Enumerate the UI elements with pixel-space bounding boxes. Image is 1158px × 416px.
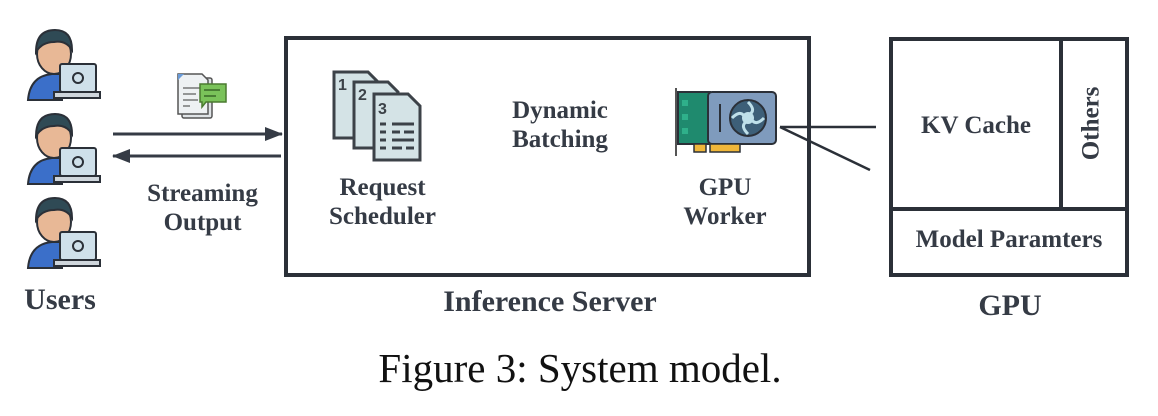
- streaming-label-line2: Output: [163, 208, 242, 236]
- users-label: Users: [24, 283, 96, 316]
- others-region: Others: [1077, 86, 1105, 161]
- streaming-label-line1: Streaming: [147, 180, 258, 207]
- user-with-laptop-icon: [26, 28, 101, 101]
- numbered-documents-icon: 1 2 3: [332, 70, 422, 162]
- doc-number-1: 1: [338, 77, 347, 94]
- document-with-chat-icon: [177, 73, 227, 119]
- request-scheduler-label: Request Scheduler: [305, 174, 460, 232]
- gpu-horizontal-divider: [891, 207, 1127, 211]
- worker-label-line1: GPU: [698, 174, 752, 201]
- gpu-label: GPU: [978, 289, 1042, 322]
- user-with-laptop-icon: [26, 196, 101, 269]
- kv-cache-region: KV Cache: [921, 112, 1031, 139]
- figure-caption: Figure 3: System model.: [378, 345, 782, 391]
- doc-number-2: 2: [358, 87, 367, 104]
- gpu-memory-box: [889, 37, 1129, 277]
- gpu-vertical-divider: [1059, 39, 1063, 211]
- worker-label-line2: Worker: [683, 202, 767, 230]
- model-params-region: Model Paramters: [915, 226, 1103, 253]
- scheduler-label-line1: Request: [339, 174, 426, 201]
- batching-label-line1: Dynamic: [512, 97, 608, 124]
- user-with-laptop-icon: [26, 112, 101, 185]
- streaming-output-label: Streaming Output: [120, 180, 285, 238]
- scheduler-label-line2: Scheduler: [329, 202, 436, 230]
- dynamic-batching-label: Dynamic Batching: [480, 97, 640, 155]
- doc-number-3: 3: [378, 101, 387, 118]
- gpu-card-icon: [675, 88, 777, 156]
- batching-label-line2: Batching: [512, 125, 608, 153]
- inference-server-label: Inference Server: [443, 285, 657, 318]
- gpu-worker-label: GPU Worker: [655, 174, 795, 232]
- worker-to-others-line: [779, 125, 871, 172]
